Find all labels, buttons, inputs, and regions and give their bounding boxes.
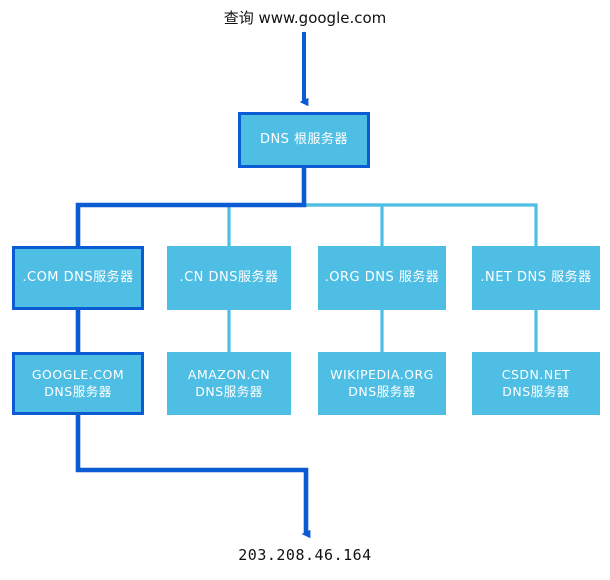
node-authoritative-amazon-cn[interactable]: AMAZON.CN DNS服务器: [167, 352, 291, 415]
node-tld-cn[interactable]: .CN DNS服务器: [167, 246, 291, 310]
node-label: .CN DNS服务器: [179, 270, 279, 286]
node-label-line2: DNS服务器: [195, 383, 263, 399]
node-tld-com[interactable]: .COM DNS服务器: [12, 246, 144, 310]
node-label-line2: DNS服务器: [44, 383, 112, 399]
node-label: .NET DNS 服务器: [480, 270, 592, 286]
connector-root-to-net: [302, 168, 538, 246]
node-label-line1: WIKIPEDIA.ORG: [330, 366, 434, 382]
node-label: .ORG DNS 服务器: [324, 270, 440, 286]
connector-root-to-org: [304, 203, 384, 246]
node-label: .COM DNS服务器: [22, 270, 134, 286]
node-label-line2: DNS服务器: [348, 383, 416, 399]
node-tld-net[interactable]: .NET DNS 服务器: [472, 246, 600, 310]
node-authoritative-wikipedia-org[interactable]: WIKIPEDIA.ORG DNS服务器: [318, 352, 446, 415]
node-label-line2: DNS服务器: [502, 383, 570, 399]
result-ip-caption: 203.208.46.164: [238, 546, 372, 564]
node-tld-org[interactable]: .ORG DNS 服务器: [318, 246, 446, 310]
node-authoritative-google-com[interactable]: GOOGLE.COM DNS服务器: [12, 352, 144, 415]
node-label-line1: AMAZON.CN: [187, 366, 271, 382]
connector-root-to-com-highlighted: [75, 168, 307, 246]
answer-arrow: [75, 415, 311, 539]
node-label-line1: GOOGLE.COM: [31, 366, 125, 382]
node-label-line1: CSDN.NET: [501, 366, 571, 382]
connector-root-to-cn: [227, 203, 304, 246]
node-authoritative-csdn-net[interactable]: CSDN.NET DNS服务器: [472, 352, 600, 415]
query-caption: 查询 www.google.com: [223, 9, 387, 27]
node-dns-root-server[interactable]: DNS 根服务器: [238, 112, 370, 168]
node-label: DNS 根服务器: [259, 132, 349, 148]
